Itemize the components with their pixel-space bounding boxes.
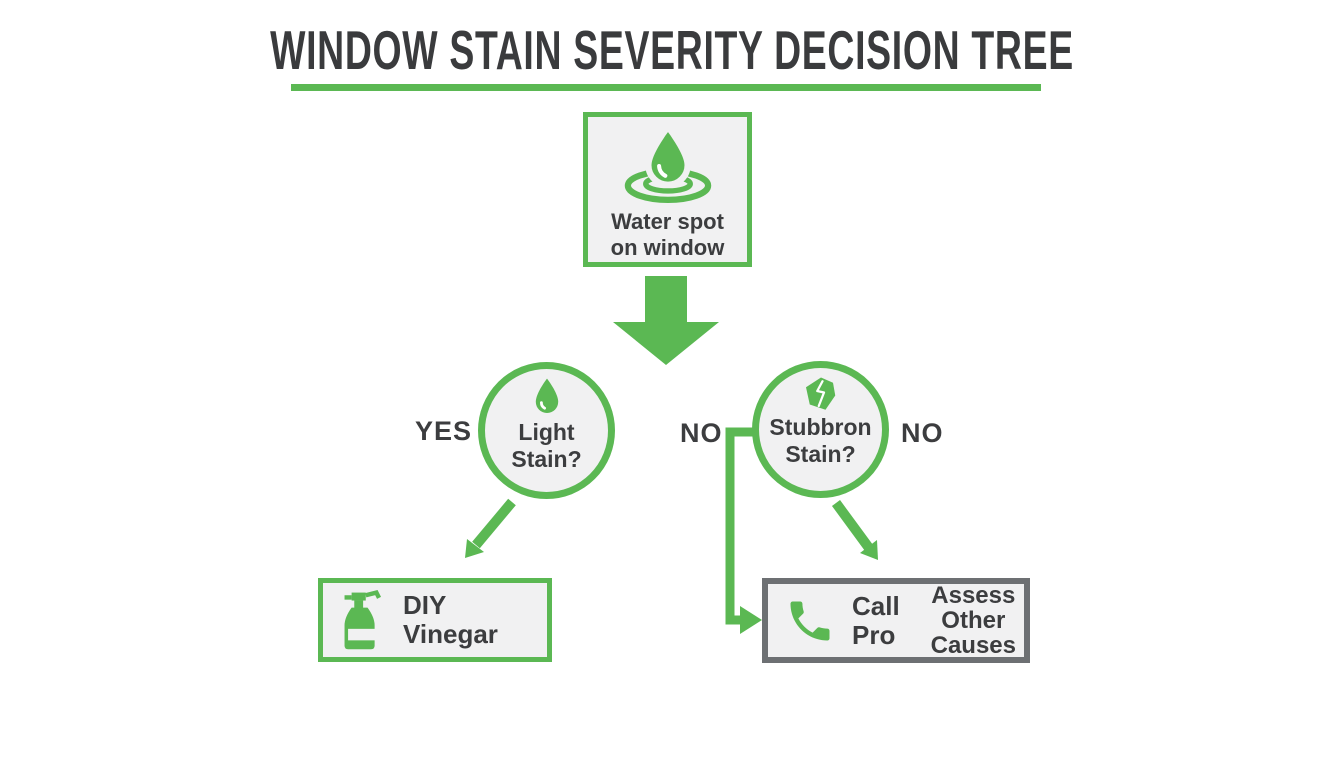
branch-label-yes: YES [415,416,473,446]
stone-icon [805,377,835,410]
page-title-text: WINDOW STAIN SEVERITY DECISION TREE [270,19,1074,81]
branch-label-no-left: NO [680,418,723,448]
no-right-branch-arrow [831,500,878,560]
node-light-stain-label: Light Stain? [511,419,582,472]
node-stubborn-stain: Stubbron Stain? [752,361,889,498]
node-diy-vinegar-label: DIY Vinegar [403,590,498,649]
phone-icon [790,601,830,640]
node-stubborn-stain-label: Stubbron Stain? [769,414,872,467]
title-underline [291,84,1041,91]
no-left-elbow-connector [725,427,762,634]
droplet-icon [535,378,558,413]
branch-label-no-right: NO [901,418,944,448]
root-down-arrow [613,276,719,365]
water-drop-ripple-icon [624,125,711,203]
spray-bottle-icon [344,590,382,650]
yes-branch-arrow [465,498,516,558]
node-diy-vinegar: DIY Vinegar [318,578,552,662]
node-call-pro-label: Call Pro [852,590,900,650]
node-assess-other-causes-label: Assess Other Causes [930,582,1016,659]
page-title: WINDOW STAIN SEVERITY DECISION TREE [0,18,1344,82]
node-water-spot: Water spot on window [583,112,752,267]
node-water-spot-label: Water spot on window [610,209,725,260]
node-call-pro: Call Pro Assess Other Causes [762,578,1030,663]
node-light-stain: Light Stain? [478,362,615,499]
